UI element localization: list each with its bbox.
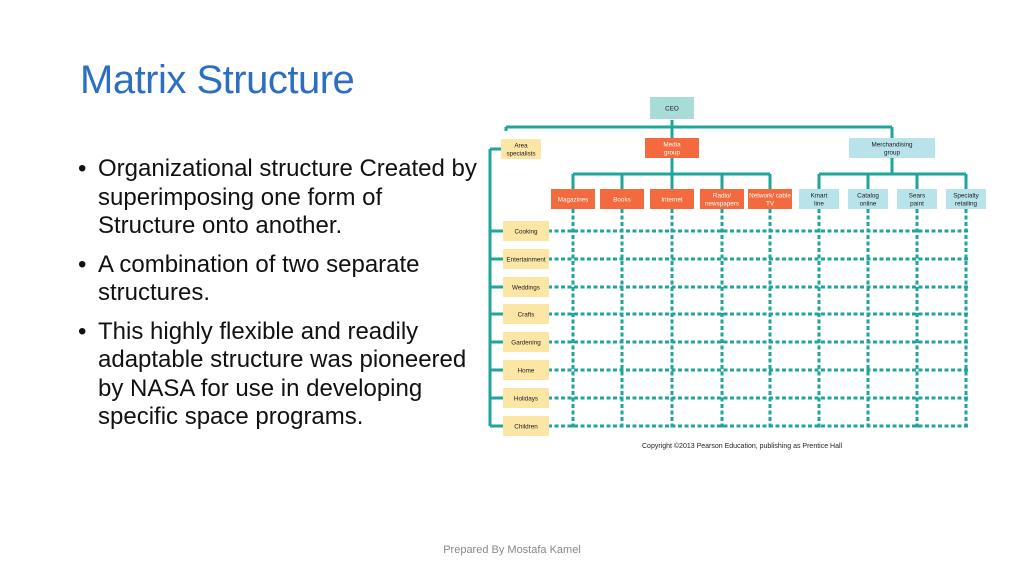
media-unit-box-label: Books <box>613 196 631 203</box>
specialist-box <box>503 277 549 297</box>
specialist-box <box>503 416 549 436</box>
media-unit-box-label: TV <box>766 200 775 207</box>
org-chart-canvas: CEOAreaspecialistsMediagroupMerchandisin… <box>488 97 986 436</box>
bullet-item: • This highly flexible and readily adapt… <box>78 318 478 432</box>
media-unit-box-label: Magazines <box>558 196 588 203</box>
media-group-box-label: Media <box>663 141 681 148</box>
specialist-box-label: Gardening <box>511 339 541 346</box>
bullet-text: A combination of two separate structures… <box>98 250 420 307</box>
merch-unit-box-label: Kmart <box>811 192 828 199</box>
specialist-box-label: Cooking <box>514 228 538 235</box>
media-unit-box <box>551 189 595 209</box>
bullet-list: • Organizational structure Created by su… <box>78 155 478 442</box>
specialist-box <box>503 332 549 352</box>
merch-unit-box <box>946 189 986 209</box>
specialist-box <box>503 221 549 241</box>
specialist-box-label: Crafts <box>518 311 535 318</box>
merchandising-group-box-label: group <box>884 149 901 156</box>
specialist-box <box>503 360 549 380</box>
merch-unit-box-label: Specialty <box>953 192 979 199</box>
merch-unit-box-label: Catalog <box>857 192 879 199</box>
media-group-box-label: group <box>664 149 681 156</box>
area-specialists-box-label: Area <box>514 142 528 149</box>
copyright-note: Copyright ©2013 Pearson Education, publi… <box>642 443 843 450</box>
bullet-item: • A combination of two separate structur… <box>78 251 478 308</box>
specialist-box <box>503 304 549 324</box>
bullet-icon: • <box>78 250 87 278</box>
media-unit-box <box>748 189 792 209</box>
merchandising-group-box-label: Merchandising <box>872 141 913 148</box>
merch-unit-box-label: online <box>860 200 877 207</box>
media-unit-box <box>700 189 744 209</box>
area-specialists-box-label: specialists <box>506 150 535 157</box>
bullet-text: This highly flexible and readily adaptab… <box>98 317 467 431</box>
area-specialists-box <box>501 139 541 159</box>
bullet-item: • Organizational structure Created by su… <box>78 155 478 241</box>
merch-unit-box <box>897 189 937 209</box>
specialist-box-label: Children <box>514 423 538 430</box>
specialist-box-label: Entertainment <box>506 256 545 263</box>
specialist-box <box>503 249 549 269</box>
media-unit-box-label: newspapers <box>705 200 739 207</box>
merchandising-group-box <box>849 138 935 158</box>
bullet-text: Organizational structure Created by supe… <box>98 155 477 239</box>
specialist-box-label: Home <box>518 367 535 374</box>
bullet-icon: • <box>78 155 87 182</box>
media-unit-box <box>650 189 694 209</box>
bullet-icon: • <box>78 317 87 345</box>
media-unit-box-label: Internet <box>661 196 683 203</box>
media-unit-box-label: Radio/ <box>713 192 731 199</box>
specialist-box-label: Weddings <box>512 284 540 291</box>
media-unit-box-label: Network/ cable <box>749 192 791 199</box>
specialist-box-label: Holidays <box>514 395 538 402</box>
media-unit-box <box>600 189 644 209</box>
ceo-box-label: CEO <box>665 105 679 112</box>
merch-unit-box <box>799 189 839 209</box>
slide-title: Matrix Structure <box>80 58 355 102</box>
merch-unit-box <box>848 189 888 209</box>
ceo-box <box>650 97 694 119</box>
merch-unit-box-label: line <box>814 200 824 207</box>
specialist-box <box>503 388 549 408</box>
merch-unit-box-label: paint <box>910 200 924 207</box>
merch-unit-box-label: Sears <box>909 192 925 199</box>
media-group-box <box>645 138 699 158</box>
footer-text: Prepared By Mostafa Kamel <box>443 544 581 556</box>
merch-unit-box-label: retailing <box>955 200 978 207</box>
